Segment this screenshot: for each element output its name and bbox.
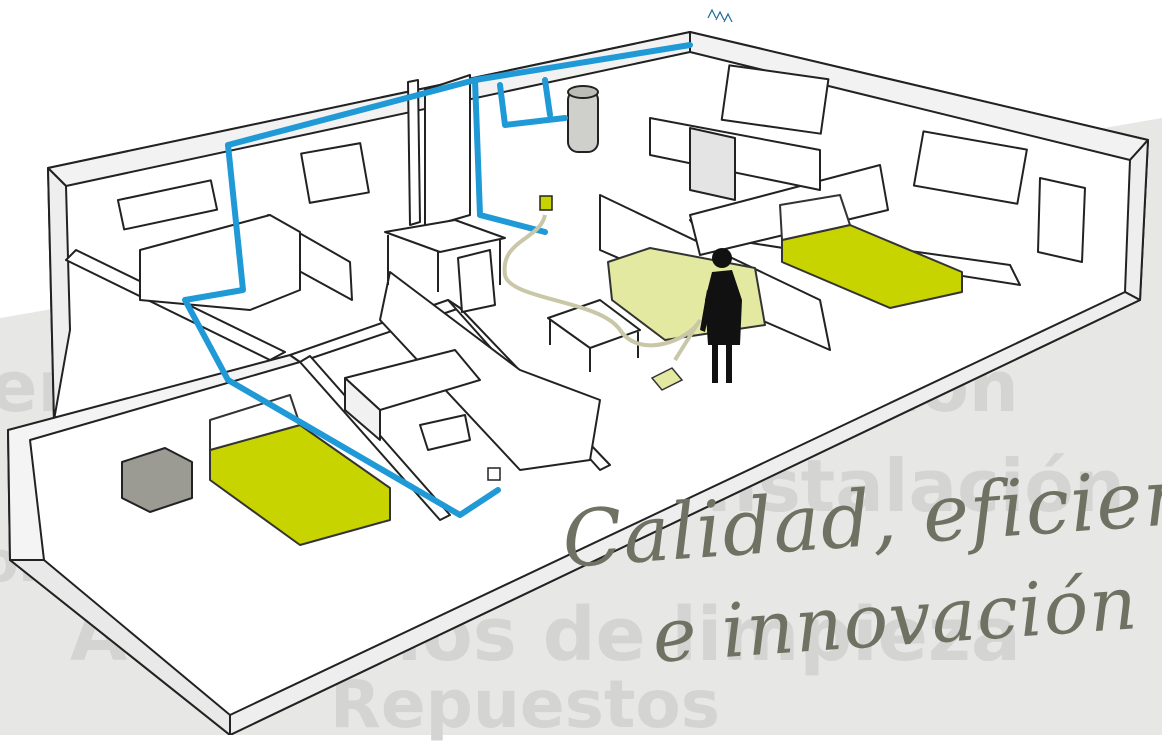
bath-wall — [299, 355, 451, 521]
dresser — [121, 447, 193, 513]
vacuum-nozzle — [650, 367, 684, 391]
living-wall — [379, 271, 601, 471]
vacuum-hose — [502, 214, 702, 362]
suction-pipe-network — [182, 42, 693, 518]
annex-front — [9, 559, 231, 735]
exhaust-arrows-icon — [707, 8, 733, 23]
inlet-valve — [487, 467, 501, 481]
coffee-table — [547, 299, 641, 349]
table-legs — [387, 235, 501, 292]
window — [116, 179, 219, 231]
inlet-valve — [539, 195, 553, 211]
door — [424, 74, 471, 229]
wardrobe — [1037, 177, 1086, 263]
left-side-wall — [47, 167, 71, 421]
washing-machine — [689, 127, 736, 201]
chair — [457, 249, 496, 313]
woman-silhouette — [700, 248, 742, 383]
dining-table — [384, 219, 506, 253]
window — [300, 142, 370, 204]
central-vacuum-unit — [567, 85, 599, 153]
kitchen-counter — [139, 214, 301, 311]
bathtub-body — [344, 377, 381, 441]
window — [912, 130, 1028, 205]
background-word: Repuestos — [330, 666, 721, 743]
interior-wall-a — [407, 79, 421, 226]
sink — [419, 414, 471, 451]
bed-right-headboard — [779, 194, 851, 241]
window — [720, 64, 830, 135]
